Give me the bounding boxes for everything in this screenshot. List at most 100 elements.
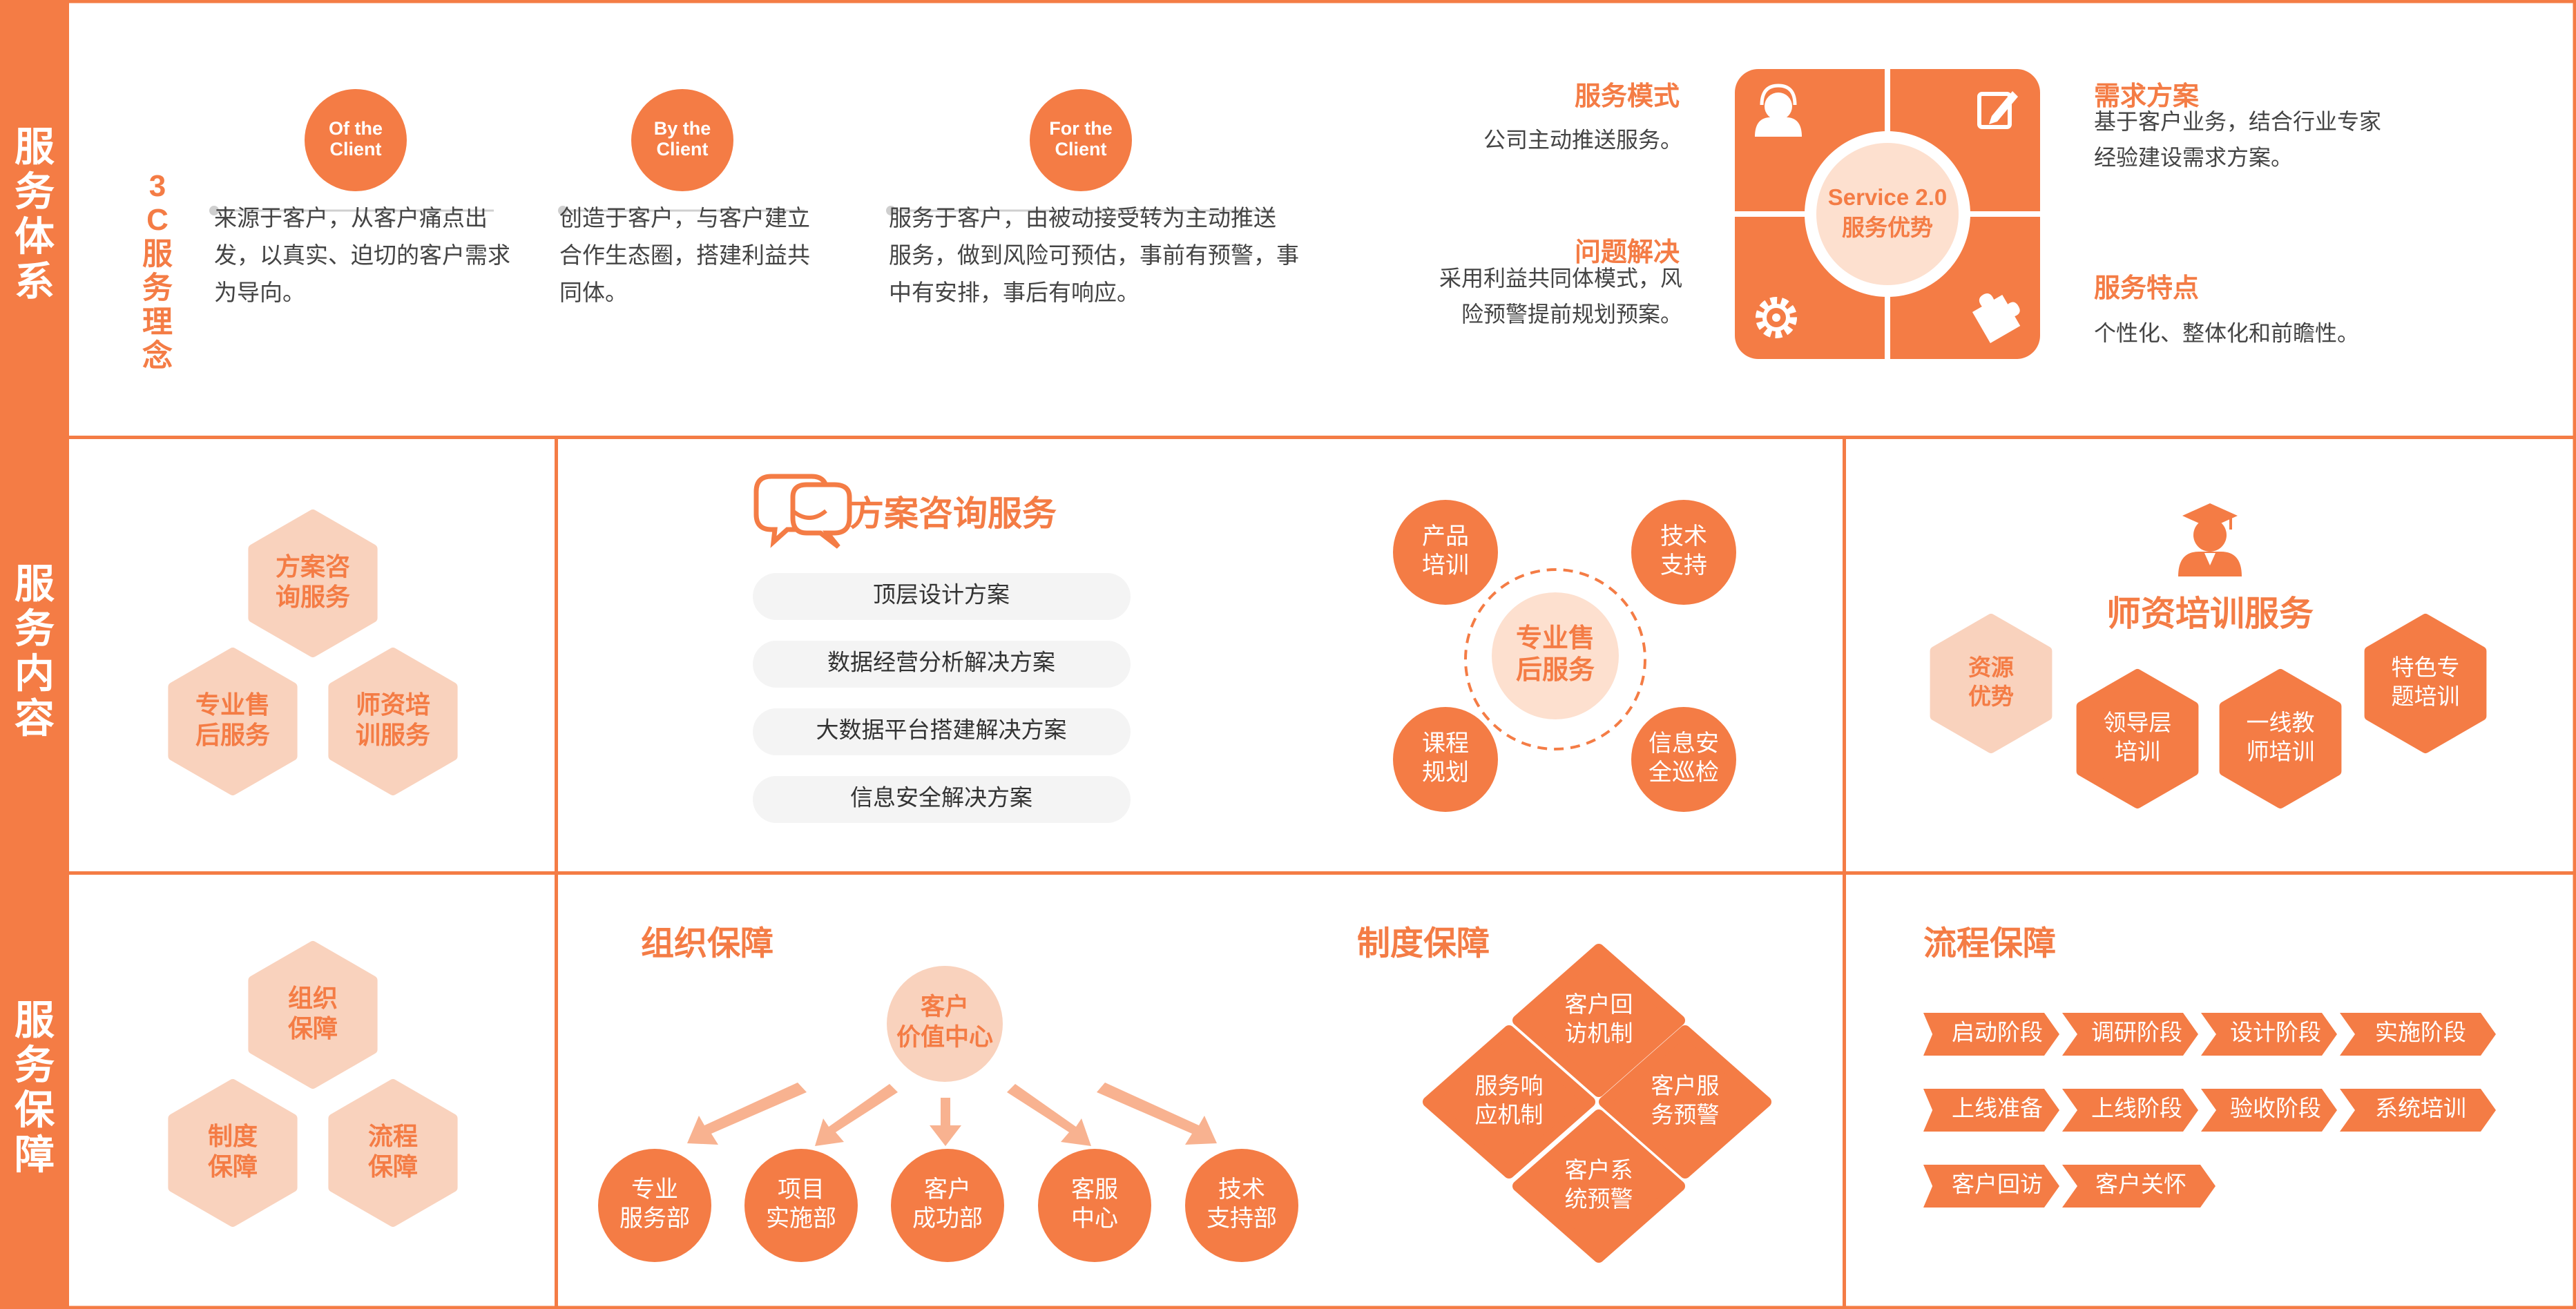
process-step: 上线准备 bbox=[1952, 1096, 2043, 1121]
aftersale-node-label: 课程规划 bbox=[1422, 730, 1469, 786]
section-label-guarantee: 服务保障 bbox=[15, 998, 55, 1178]
process-chevron bbox=[2340, 1013, 2496, 1056]
process-chevron bbox=[2062, 1089, 2198, 1132]
aftersale-node bbox=[1631, 707, 1736, 812]
consulting-title: 方案咨询服务 bbox=[849, 494, 1057, 533]
hexagon bbox=[248, 941, 378, 1089]
dept-label: 专业服务部 bbox=[619, 1176, 690, 1232]
solution-pill bbox=[753, 776, 1131, 823]
section-label-system: 服务体系 bbox=[15, 125, 55, 304]
solution-item: 数据经营分析解决方案 bbox=[827, 650, 1055, 675]
process-chevron bbox=[2201, 1089, 2337, 1132]
process-chevron bbox=[1923, 1089, 2059, 1132]
sidebar-system bbox=[0, 0, 69, 436]
process-step: 上线阶段 bbox=[2091, 1096, 2182, 1121]
process-step: 实施阶段 bbox=[2375, 1020, 2466, 1045]
process-title: 流程保障 bbox=[1923, 926, 2056, 962]
aftersale-block: 专业售后服务 产品培训 技术支持 课程规划 信息安全巡检 bbox=[1393, 500, 1736, 812]
flow-arrows bbox=[687, 1083, 1217, 1146]
hex-label: 流程保障 bbox=[368, 1122, 418, 1181]
graduate-icon bbox=[2178, 503, 2242, 576]
solution-item: 顶层设计方案 bbox=[873, 582, 1010, 608]
org-title: 组织保障 bbox=[641, 926, 773, 962]
hexagon bbox=[328, 1079, 458, 1227]
c3-badge bbox=[1030, 89, 1132, 191]
aftersale-node-label: 技术支持 bbox=[1660, 523, 1707, 579]
process-chevron bbox=[2201, 1013, 2337, 1056]
institution-label: 客户系统预警 bbox=[1565, 1157, 1633, 1212]
institution-label: 客户回访机制 bbox=[1565, 991, 1633, 1046]
org-block: 组织保障 客户价值中心 专业服务部 项目实施部 客户成功部 客服中心 技术支持部 bbox=[598, 926, 1298, 1262]
process-chevron bbox=[2340, 1089, 2496, 1132]
content-hex-cluster: 方案咨询服务 专业售后服务 师资培训服务 bbox=[168, 510, 458, 795]
institution-block: 制度保障 客户回访机制 服务响应机制 客户服务预警 客户系统预警 bbox=[1357, 926, 1771, 1263]
solution-pill bbox=[753, 708, 1131, 755]
hexagon bbox=[248, 510, 378, 657]
process-step: 验收阶段 bbox=[2230, 1096, 2321, 1121]
institution-diamond bbox=[1512, 944, 1685, 1097]
row-divider-2 bbox=[0, 871, 2576, 875]
c3-badge bbox=[631, 89, 733, 191]
hexagon bbox=[168, 648, 298, 795]
problem-solving-text: 采用利益共同体模式，风险预警提前规划预案。 bbox=[1439, 266, 1682, 327]
hex-label: 制度保障 bbox=[208, 1122, 258, 1181]
c3-text: 创造于客户，与客户建立合作生态圈，搭建利益共同体。 bbox=[559, 205, 810, 305]
training-hex-label: 资源优势 bbox=[1968, 654, 2014, 709]
c3-text: 来源于客户，从客户痛点出发，以真实、迫切的客户需求为导向。 bbox=[214, 205, 510, 305]
user-icon bbox=[1755, 84, 1802, 137]
institution-diamond bbox=[1599, 1025, 1771, 1179]
dept-node bbox=[598, 1149, 711, 1262]
column-divider-right bbox=[1843, 439, 1846, 1309]
customer-value-center bbox=[887, 966, 1003, 1082]
solution-item: 大数据平台搭建解决方案 bbox=[816, 717, 1067, 743]
process-step: 启动阶段 bbox=[1952, 1020, 2043, 1045]
puzzle-icon bbox=[1972, 293, 2021, 343]
process-chevron bbox=[2062, 1165, 2215, 1208]
guarantee-hex-cluster: 组织保障 制度保障 流程保障 bbox=[168, 941, 458, 1227]
process-step: 调研阶段 bbox=[2091, 1020, 2182, 1045]
dept-node bbox=[1038, 1149, 1151, 1262]
institution-label: 客户服务预警 bbox=[1651, 1073, 1720, 1127]
hex-label: 师资培训服务 bbox=[356, 690, 430, 749]
hexagon bbox=[2219, 669, 2342, 808]
section-label-content: 服务内容 bbox=[15, 562, 55, 741]
edit-icon bbox=[1977, 91, 2018, 129]
service-mode-text: 公司主动推送服务。 bbox=[1483, 127, 1682, 152]
sidebar-content bbox=[0, 438, 69, 871]
process-step: 系统培训 bbox=[2375, 1096, 2466, 1121]
column-divider-left bbox=[555, 439, 558, 1309]
service-feature-title: 服务特点 bbox=[2094, 274, 2199, 303]
gear-icon bbox=[1756, 297, 1797, 338]
aftersale-node-label: 产品培训 bbox=[1422, 523, 1469, 579]
hexagon bbox=[2364, 614, 2487, 753]
process-chevron bbox=[2062, 1013, 2198, 1056]
process-chevron bbox=[1923, 1013, 2059, 1056]
hex-label: 组织保障 bbox=[288, 984, 338, 1043]
institution-title: 制度保障 bbox=[1357, 926, 1490, 962]
dept-label: 客服中心 bbox=[1071, 1176, 1118, 1232]
problem-solving-title: 问题解决 bbox=[1575, 238, 1680, 267]
aftersale-node bbox=[1631, 500, 1736, 605]
hexagon bbox=[1930, 614, 2053, 753]
dept-node bbox=[1185, 1149, 1298, 1262]
aftersale-center bbox=[1492, 592, 1619, 719]
process-step: 客户关怀 bbox=[2095, 1172, 2186, 1197]
aftersale-center-label: 专业售后服务 bbox=[1516, 624, 1595, 685]
hexagon bbox=[168, 1079, 298, 1227]
training-hex-label: 一线教师培训 bbox=[2247, 710, 2315, 764]
dept-node bbox=[744, 1149, 858, 1262]
row-divider-1 bbox=[0, 436, 2576, 439]
dept-label: 技术支持部 bbox=[1207, 1176, 1277, 1232]
hexagon bbox=[2076, 669, 2199, 808]
solution-pill bbox=[753, 641, 1131, 688]
